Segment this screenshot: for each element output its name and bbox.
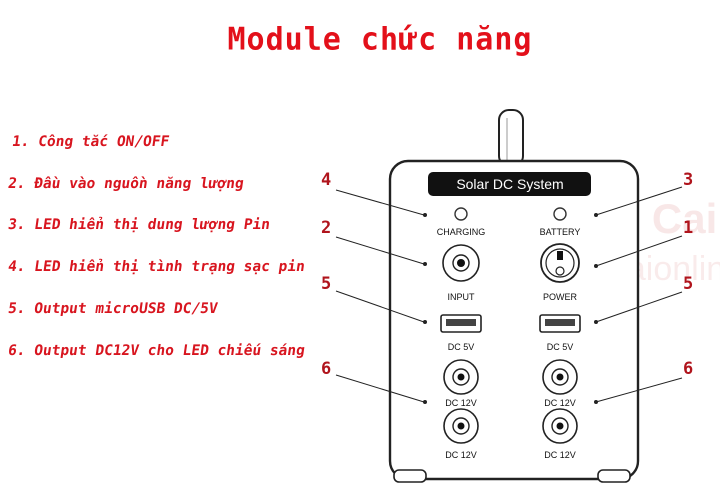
dc12-jack-3[interactable] — [443, 408, 479, 444]
callout-number-left-5: 5 — [321, 274, 331, 294]
callout-number-left-6: 6 — [321, 359, 331, 379]
charging-led-label: CHARGING — [437, 227, 486, 237]
dc12-label-4: DC 12V — [544, 450, 576, 460]
callout-number-left-2: 2 — [321, 218, 331, 238]
callout-number-right-1: 1 — [683, 218, 693, 238]
usb-port-right[interactable] — [539, 314, 581, 333]
power-switch[interactable] — [540, 243, 580, 283]
battery-led — [553, 207, 567, 221]
label-plate-text: Solar DC System — [456, 176, 563, 192]
dc12-label-1: DC 12V — [445, 398, 477, 408]
antenna — [498, 109, 524, 167]
dc12-jack-2[interactable] — [542, 359, 578, 395]
device-foot-left — [393, 469, 427, 483]
power-label: POWER — [543, 292, 578, 302]
dc12-label-3: DC 12V — [445, 450, 477, 460]
charging-led — [454, 207, 468, 221]
usb-right-label: DC 5V — [547, 342, 574, 352]
input-label: INPUT — [448, 292, 476, 302]
callout-number-right-6: 6 — [683, 359, 693, 379]
usb-left-label: DC 5V — [448, 342, 475, 352]
battery-led-label: BATTERY — [540, 227, 581, 237]
device-body — [388, 159, 640, 481]
page-title: Module chức năng — [227, 21, 533, 58]
callout-number-left-4: 4 — [321, 170, 331, 190]
callout-number-right-5: 5 — [683, 274, 693, 294]
dc12-jack-1[interactable] — [443, 359, 479, 395]
input-jack[interactable] — [442, 244, 480, 282]
callout-number-right-3: 3 — [683, 170, 693, 190]
dc12-jack-4[interactable] — [542, 408, 578, 444]
callout-lines — [335, 186, 683, 403]
device-foot-right — [597, 469, 631, 483]
usb-port-left[interactable] — [440, 314, 482, 333]
dc12-label-2: DC 12V — [544, 398, 576, 408]
callout-dots — [423, 213, 598, 404]
label-plate — [428, 172, 591, 196]
